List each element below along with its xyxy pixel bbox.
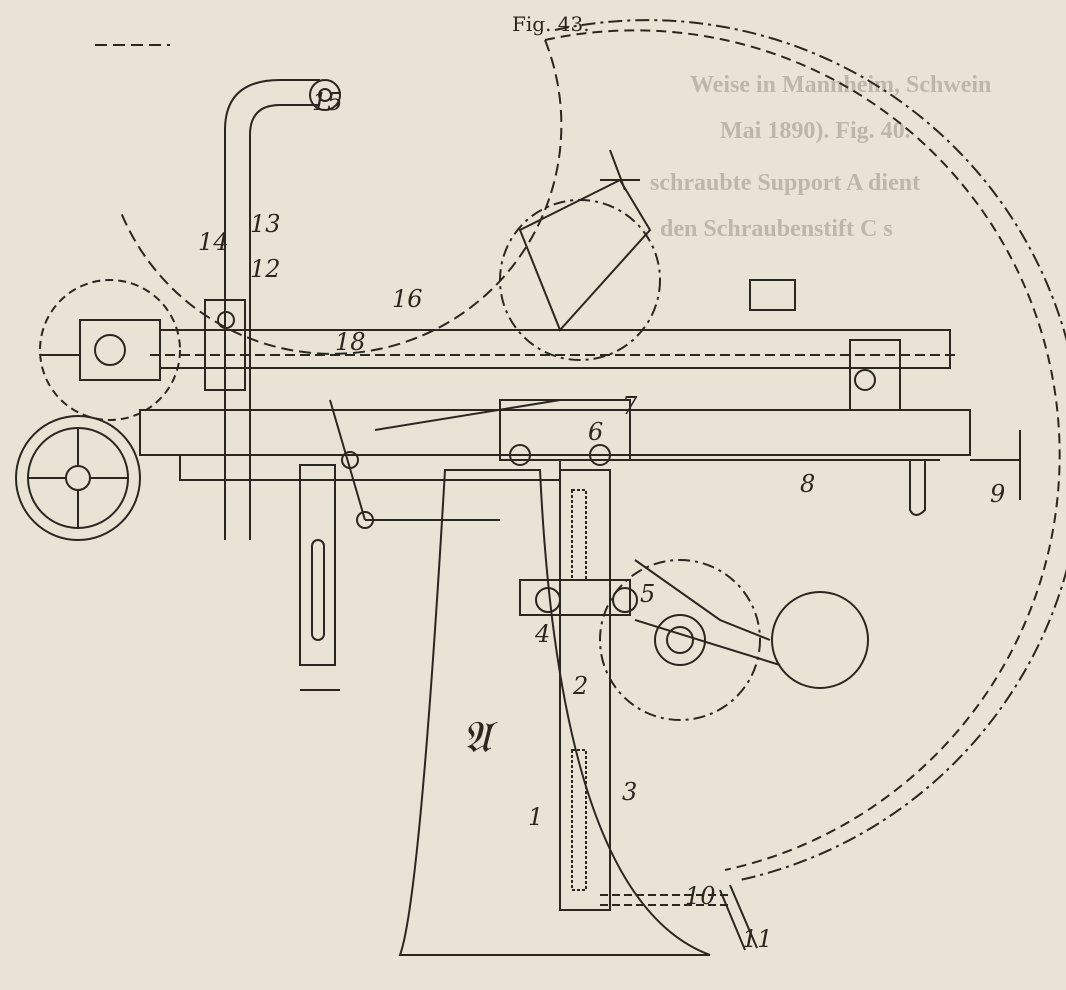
part-label-4: 4: [535, 620, 551, 648]
part-label-6: 6: [588, 418, 604, 446]
part-label-10: 10: [685, 882, 716, 910]
part-label-11: 11: [742, 925, 773, 953]
bleed-text-line: schraubte Support A dient: [650, 170, 921, 196]
center-column: [559, 469, 611, 911]
part-label-16: 16: [392, 285, 423, 313]
part-label-2: 2: [573, 672, 589, 700]
saw-wheel-outline: [554, 19, 1066, 881]
clamp-lever: [719, 884, 758, 951]
part-label-5: 5: [640, 580, 656, 608]
column-arm: [224, 79, 320, 540]
grinder-head: [518, 178, 652, 332]
saw-wheel-outline-inner: [544, 29, 1061, 871]
bleed-text-line: den Schraubenstift C s: [660, 216, 893, 242]
part-label-9: 9: [990, 480, 1006, 508]
part-label-12: 12: [250, 255, 281, 283]
handwheel: [15, 415, 141, 541]
part-label-3: 3: [622, 778, 638, 806]
part-label-8: 8: [800, 470, 816, 498]
machine-bed: [139, 409, 971, 456]
knob-15: [309, 79, 341, 111]
bleed-text-line: Mai 1890). Fig. 40.: [720, 118, 911, 144]
part-label-14: 14: [198, 228, 229, 256]
pedestal: [398, 469, 711, 956]
counterweight: [771, 591, 869, 689]
part-label-7: 7: [622, 392, 638, 420]
part-label-15: 15: [312, 88, 343, 116]
part-label-18: 18: [335, 328, 366, 356]
left-dashed-circle: [39, 279, 181, 421]
bleed-text-line: Weise in Mannheim, Schwein: [690, 72, 992, 98]
part-label-1: 1: [528, 803, 544, 831]
upper-wheel-arc: [95, 39, 563, 355]
figure-caption: Fig. 43.: [512, 12, 590, 36]
part-label-13: 13: [250, 210, 281, 238]
frame-letter: 𝔄: [462, 712, 492, 763]
